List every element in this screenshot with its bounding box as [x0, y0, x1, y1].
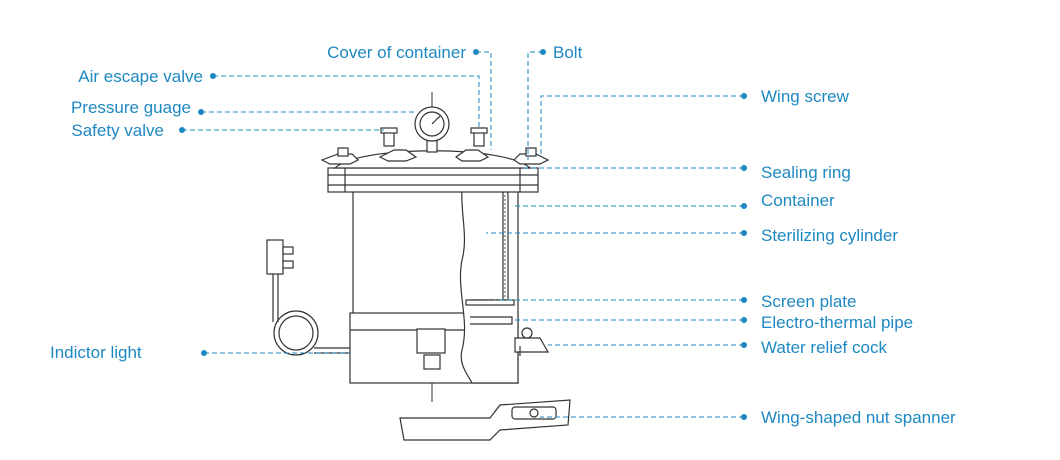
- pressure-gauge: [414, 106, 450, 153]
- label-safety-valve: Safety valve: [71, 121, 164, 140]
- label-indicator-light: Indictor light: [50, 343, 142, 362]
- wing-nut-left: [320, 147, 360, 165]
- label-water-relief-cock: Water relief cock: [761, 338, 887, 357]
- label-sealing-ring: Sealing ring: [761, 163, 851, 182]
- label-wing-screw: Wing screw: [761, 87, 850, 106]
- label-bolt: Bolt: [553, 43, 583, 62]
- screen-plate: [465, 299, 515, 306]
- leader-lines: [179, 49, 747, 420]
- wing-nut-right: [513, 147, 550, 165]
- label-air-escape-valve: Air escape valve: [78, 67, 203, 86]
- label-pressure-gauge: Pressure guage: [71, 98, 191, 117]
- label-sterilizing-cylinder: Sterilizing cylinder: [761, 226, 898, 245]
- label-cover-of-container: Cover of container: [327, 43, 466, 62]
- wing-nut-mid-left: [378, 149, 418, 162]
- power-cord-assembly: [266, 239, 350, 356]
- water-relief-cock: [514, 327, 550, 356]
- container-cover: [333, 150, 532, 169]
- wing-nut-mid-right: [454, 149, 490, 162]
- labels: Cover of container Bolt Air escape valve…: [50, 43, 956, 427]
- label-container: Container: [761, 191, 835, 210]
- air-escape-valve: [470, 127, 488, 147]
- autoclave-drawing: [266, 92, 571, 441]
- flange-band: [327, 167, 539, 193]
- label-screen-plate: Screen plate: [761, 292, 856, 311]
- label-electro-thermal-pipe: Electro-thermal pipe: [761, 313, 913, 332]
- cutaway-section: [459, 164, 519, 384]
- wing-nut-spanner: [399, 399, 571, 441]
- electro-thermal-pipe: [470, 316, 513, 325]
- label-wing-shaped-nut-spanner: Wing-shaped nut spanner: [761, 408, 956, 427]
- safety-valve: [380, 127, 398, 147]
- switch-window: [423, 354, 441, 370]
- indicator-window: [416, 328, 446, 354]
